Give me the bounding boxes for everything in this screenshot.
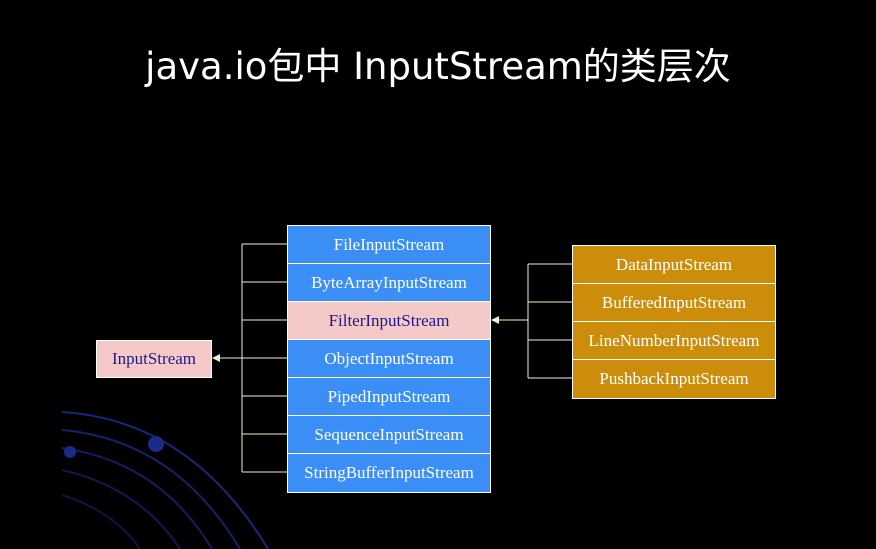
arrowhead-to-filterinputstream: [491, 316, 499, 324]
class-box-objectinputstream: ObjectInputStream: [288, 340, 490, 378]
class-box-datainputstream: DataInputStream: [573, 246, 775, 284]
class-box-bufferedinputstream: BufferedInputStream: [573, 284, 775, 322]
class-box-filterinputstream: FilterInputStream: [288, 302, 490, 340]
class-box-pipedinputstream: PipedInputStream: [288, 378, 490, 416]
slide-title: java.io包中 InputStream的类层次: [145, 45, 731, 88]
class-box-stringbufferinputstream: StringBufferInputStream: [304, 463, 474, 482]
direct-subclass-column: FileInputStream ByteArrayInputStream Fil…: [287, 225, 491, 493]
class-box-bytearrayinputstream: ByteArrayInputStream: [288, 264, 490, 302]
class-box-linenumberinputstream: LineNumberInputStream: [573, 322, 775, 360]
class-box-pushbackinputstream: PushbackInputStream: [599, 369, 749, 388]
filter-subclass-column: DataInputStream BufferedInputStream Line…: [572, 245, 776, 399]
class-box-fileinputstream: FileInputStream: [288, 226, 490, 264]
inputstream-box: InputStream: [96, 340, 212, 378]
arrowhead-to-inputstream: [212, 354, 220, 362]
class-box-sequenceinputstream: SequenceInputStream: [288, 416, 490, 454]
